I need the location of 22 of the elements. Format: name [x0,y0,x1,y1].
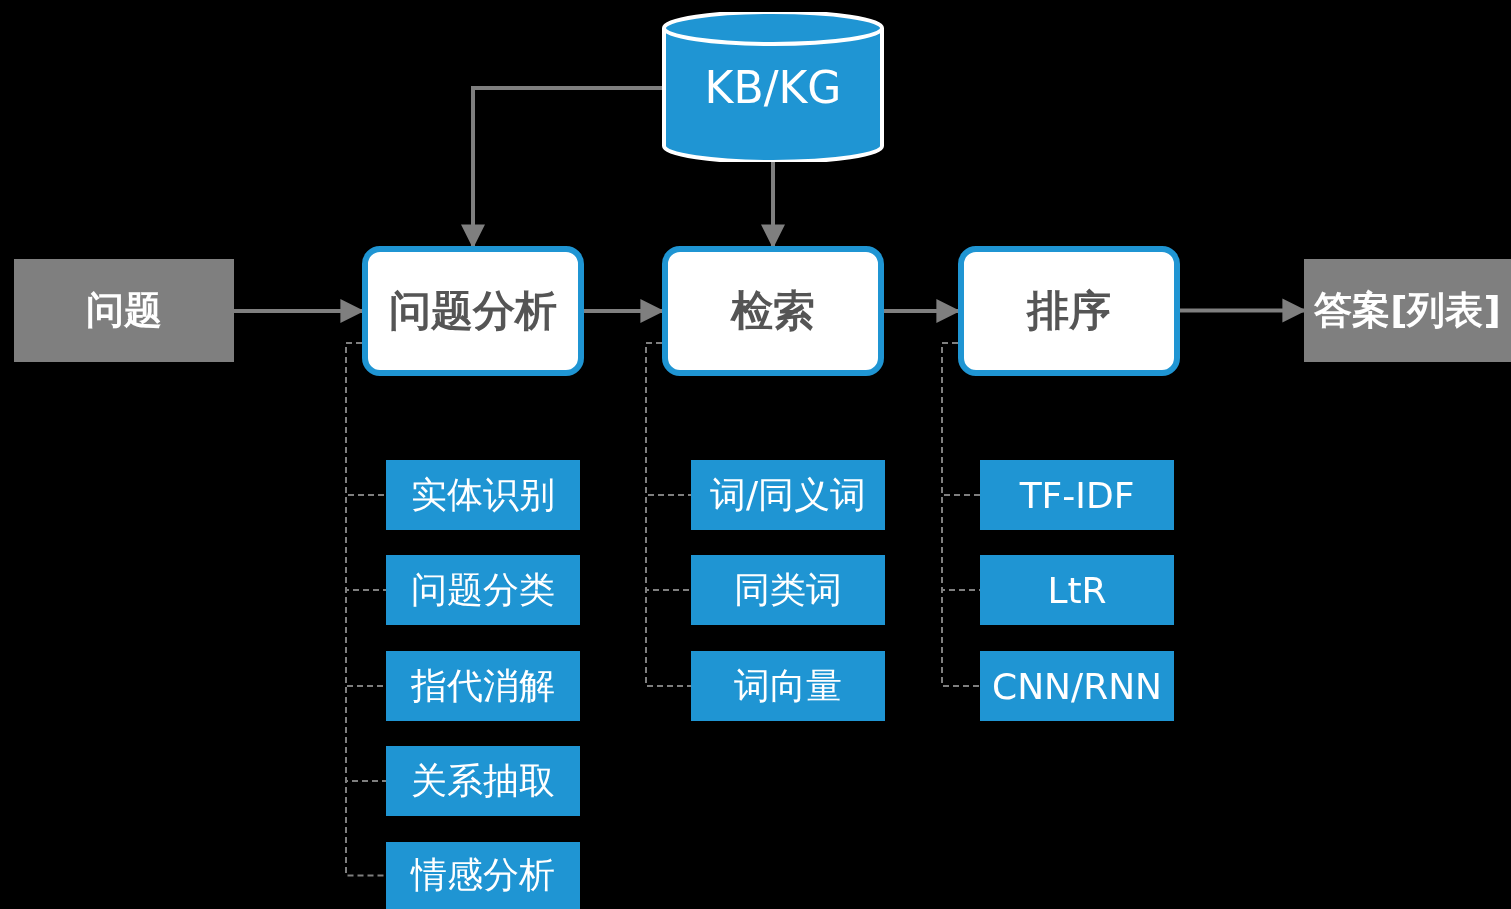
method-box: 词向量 [691,651,885,721]
dashed-connector [345,342,387,877]
arrow [761,162,785,249]
method-box: CNN/RNN [980,651,1174,721]
dashed-connector [645,342,692,687]
method-box: 同类词 [691,555,885,625]
method-box: 词/同义词 [691,460,885,530]
method-box: 关系抽取 [386,746,580,816]
method-box: TF-IDF [980,460,1174,530]
input-box: 问题 [14,259,234,362]
dashed-connector [941,342,981,687]
process-box: 检索 [662,246,884,376]
arrow [461,86,662,249]
process-box: 问题分析 [362,246,584,376]
process-box: 排序 [958,246,1180,376]
method-box: 实体识别 [386,460,580,530]
method-box: 指代消解 [386,651,580,721]
method-box: 问题分类 [386,555,580,625]
method-box: 情感分析 [386,842,580,909]
method-box: LtR [980,555,1174,625]
database-cylinder: KB/KG [662,12,884,162]
output-box: 答案[列表] [1304,259,1511,362]
